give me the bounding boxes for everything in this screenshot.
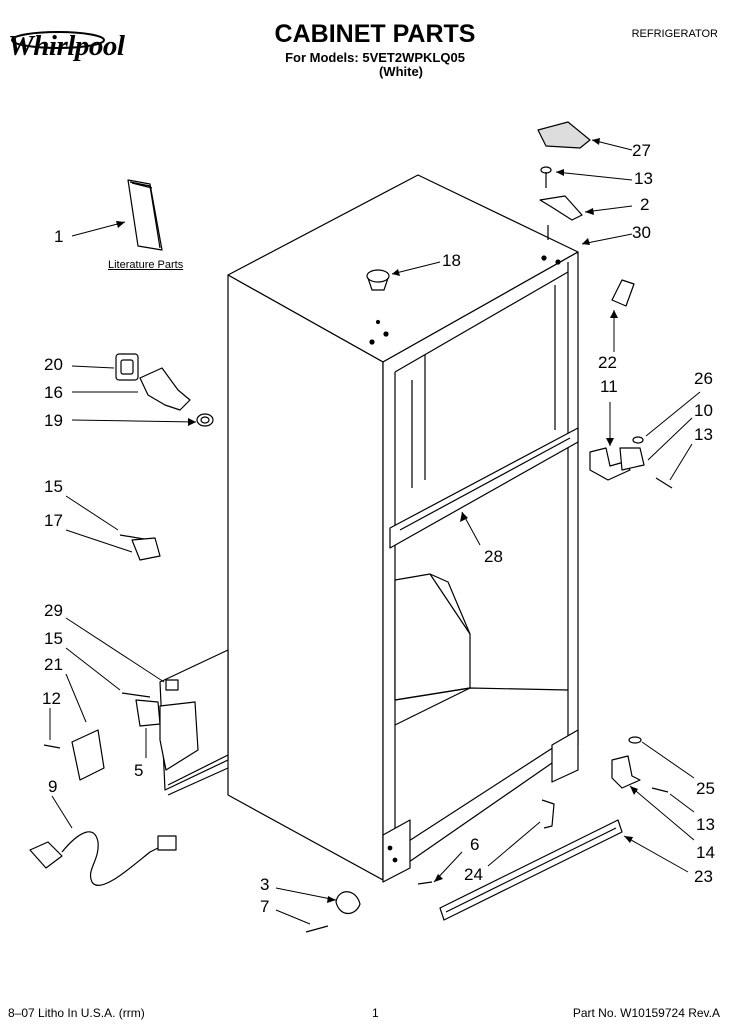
callout-10: 10: [694, 401, 713, 420]
callout-13-top: 13: [634, 169, 653, 188]
callout-18: 18: [442, 251, 461, 270]
callout-13-bottom: 13: [696, 815, 715, 834]
callout-23: 23: [694, 867, 713, 886]
category-label: REFRIGERATOR: [631, 28, 718, 40]
callout-9: 9: [48, 777, 58, 796]
callout-27: 27: [632, 141, 651, 160]
footer-page-number: 1: [372, 1006, 379, 1020]
bottom-screw: [417, 881, 433, 885]
bottom-right-hinge: [611, 736, 669, 793]
callout-6: 6: [470, 835, 480, 854]
callout-14: 14: [696, 843, 715, 862]
power-cord: [29, 831, 177, 887]
grille-clip: [541, 799, 555, 829]
brand-logo: Whirlpool: [8, 30, 125, 62]
callout-25: 25: [696, 779, 715, 798]
hinge-screw-top: [540, 166, 552, 188]
handle-cap: [611, 279, 635, 307]
literature-parts-label: Literature Parts: [108, 259, 184, 271]
lower-left-hinge-parts: [43, 679, 199, 781]
callout-16: 16: [44, 383, 63, 402]
callout-22: 22: [598, 353, 617, 372]
callout-26: 26: [694, 369, 713, 388]
toe-grille: [439, 819, 623, 921]
callout-12: 12: [42, 689, 61, 708]
callout-7: 7: [260, 897, 270, 916]
callout-20: 20: [44, 355, 63, 374]
cabinet-body: [227, 174, 579, 883]
callout-3: 3: [260, 875, 270, 894]
callout-arrowheads: [116, 138, 638, 903]
callout-13-center: 13: [694, 425, 713, 444]
callout-30: 30: [632, 223, 651, 242]
literature-booklet: [127, 179, 163, 251]
door-stop-assembly: [115, 353, 214, 427]
divider-rail: [389, 427, 579, 549]
screw-clip-upper: [119, 534, 161, 561]
models-line: For Models: 5VET2WPKLQ05: [285, 50, 465, 65]
callout-24: 24: [464, 865, 483, 884]
callout-15-lower: 15: [44, 629, 63, 648]
callout-1: 1: [54, 227, 64, 246]
callout-2: 2: [640, 195, 650, 214]
callout-28: 28: [484, 547, 503, 566]
callout-15-upper: 15: [44, 477, 63, 496]
callout-21: 21: [44, 655, 63, 674]
callout-19: 19: [44, 411, 63, 430]
footer-part-number: Part No. W10159724 Rev.A: [572, 1006, 720, 1020]
callout-17: 17: [44, 511, 63, 530]
hinge-cover: [537, 121, 591, 149]
whirlpool-swoosh-icon: [11, 31, 105, 49]
footer-litho: 8–07 Litho In U.S.A. (rrm): [8, 1006, 145, 1020]
model-variant: (White): [378, 64, 424, 79]
callout-11: 11: [600, 377, 618, 396]
callout-5: 5: [134, 761, 144, 780]
center-hinge: [589, 436, 673, 489]
callout-29: 29: [44, 601, 63, 620]
top-hinge: [539, 195, 583, 240]
top-plug: [366, 269, 390, 291]
page-title: CABINET PARTS: [274, 20, 476, 48]
leveling-leg: [305, 891, 361, 933]
